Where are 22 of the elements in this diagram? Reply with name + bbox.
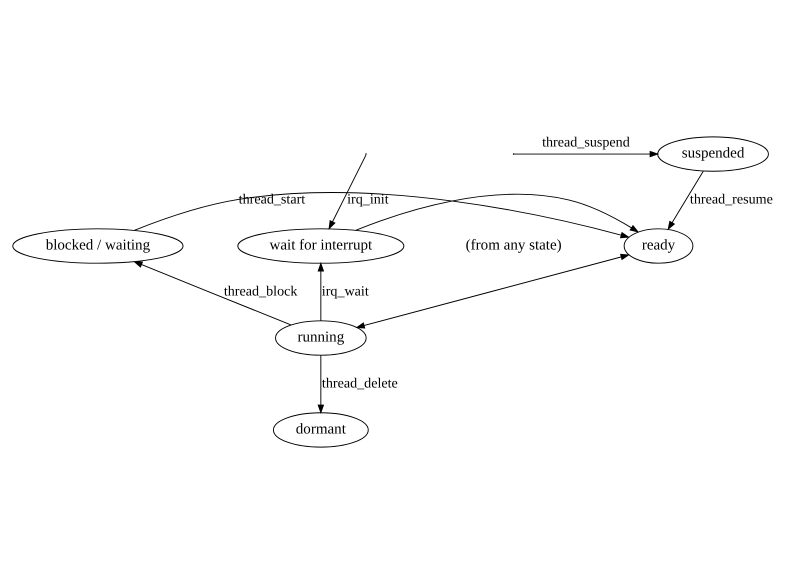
arrow bbox=[355, 253, 630, 328]
arrow bbox=[133, 260, 292, 325]
node-ellipse: wait for interrupt bbox=[237, 228, 404, 264]
arrow bbox=[318, 354, 324, 414]
edge-label: thread_block bbox=[224, 282, 298, 299]
arrow bbox=[514, 150, 660, 157]
node-ellipse: suspended bbox=[657, 136, 769, 172]
node-ellipse: dormant bbox=[272, 412, 369, 448]
label: (from any state) bbox=[466, 237, 562, 254]
arrow bbox=[667, 170, 704, 230]
edge-label: thread_delete bbox=[322, 374, 398, 391]
edge-label: irq_init bbox=[347, 190, 389, 207]
edge-label: thread_start bbox=[238, 190, 306, 207]
node-ellipse: ready bbox=[624, 228, 694, 264]
arrow bbox=[328, 154, 366, 230]
node-ellipse: blocked / waiting bbox=[12, 228, 184, 264]
edge-label: thread_suspend bbox=[542, 134, 630, 150]
arrow bbox=[318, 262, 324, 321]
arrow bbox=[134, 192, 630, 238]
arrow bbox=[356, 193, 640, 232]
edge-label: irq_wait bbox=[322, 282, 369, 299]
edge-label: thread_resume bbox=[690, 190, 773, 207]
